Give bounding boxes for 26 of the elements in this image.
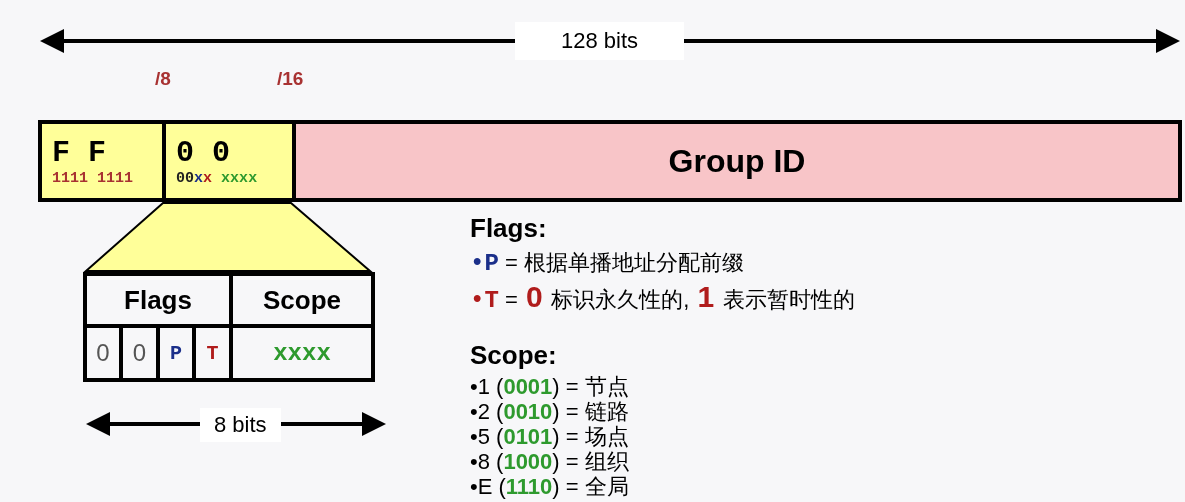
header-label: Flags (124, 284, 192, 316)
bit-label: xxxx (273, 339, 331, 367)
scope-entry: •1 (0001) = 节点 (470, 373, 629, 401)
prefix-length: /16 (277, 68, 304, 90)
zoom-trapezoid (83, 202, 373, 272)
bit-pattern: 1111 1111 (52, 169, 133, 187)
flag-description: •P = 根据单播地址分配前缀 (470, 249, 744, 278)
scope-entry: •5 (0101) = 场点 (470, 424, 629, 451)
hex-digits: F F (52, 135, 106, 170)
scope-entry: •8 (1000) = 组织 (470, 449, 629, 476)
bit-pattern: 00xx xxxx (176, 169, 258, 187)
hex-digits: 0 0 (176, 135, 230, 170)
bit-label: 0 (132, 339, 147, 367)
prefix-length: /8 (155, 68, 171, 90)
section-heading: Scope: (470, 340, 557, 371)
dimension-label: 128 bits (515, 22, 685, 60)
bit-label: 0 (96, 339, 110, 367)
flag-description: •T = 0 标识永久性的, 1 表示暂时性的 (470, 280, 855, 315)
section-heading: Flags: (470, 213, 547, 244)
scope-entry: •2 (0010) = 链路 (470, 399, 629, 425)
bit-label: P (170, 341, 182, 365)
bit-label: T (206, 341, 219, 365)
field-label: Group ID (668, 142, 806, 180)
scope-entry: •E (1110) = 全局 (470, 474, 629, 501)
dimension-label: 8 bits (200, 408, 281, 442)
header-label: Scope (263, 284, 341, 316)
